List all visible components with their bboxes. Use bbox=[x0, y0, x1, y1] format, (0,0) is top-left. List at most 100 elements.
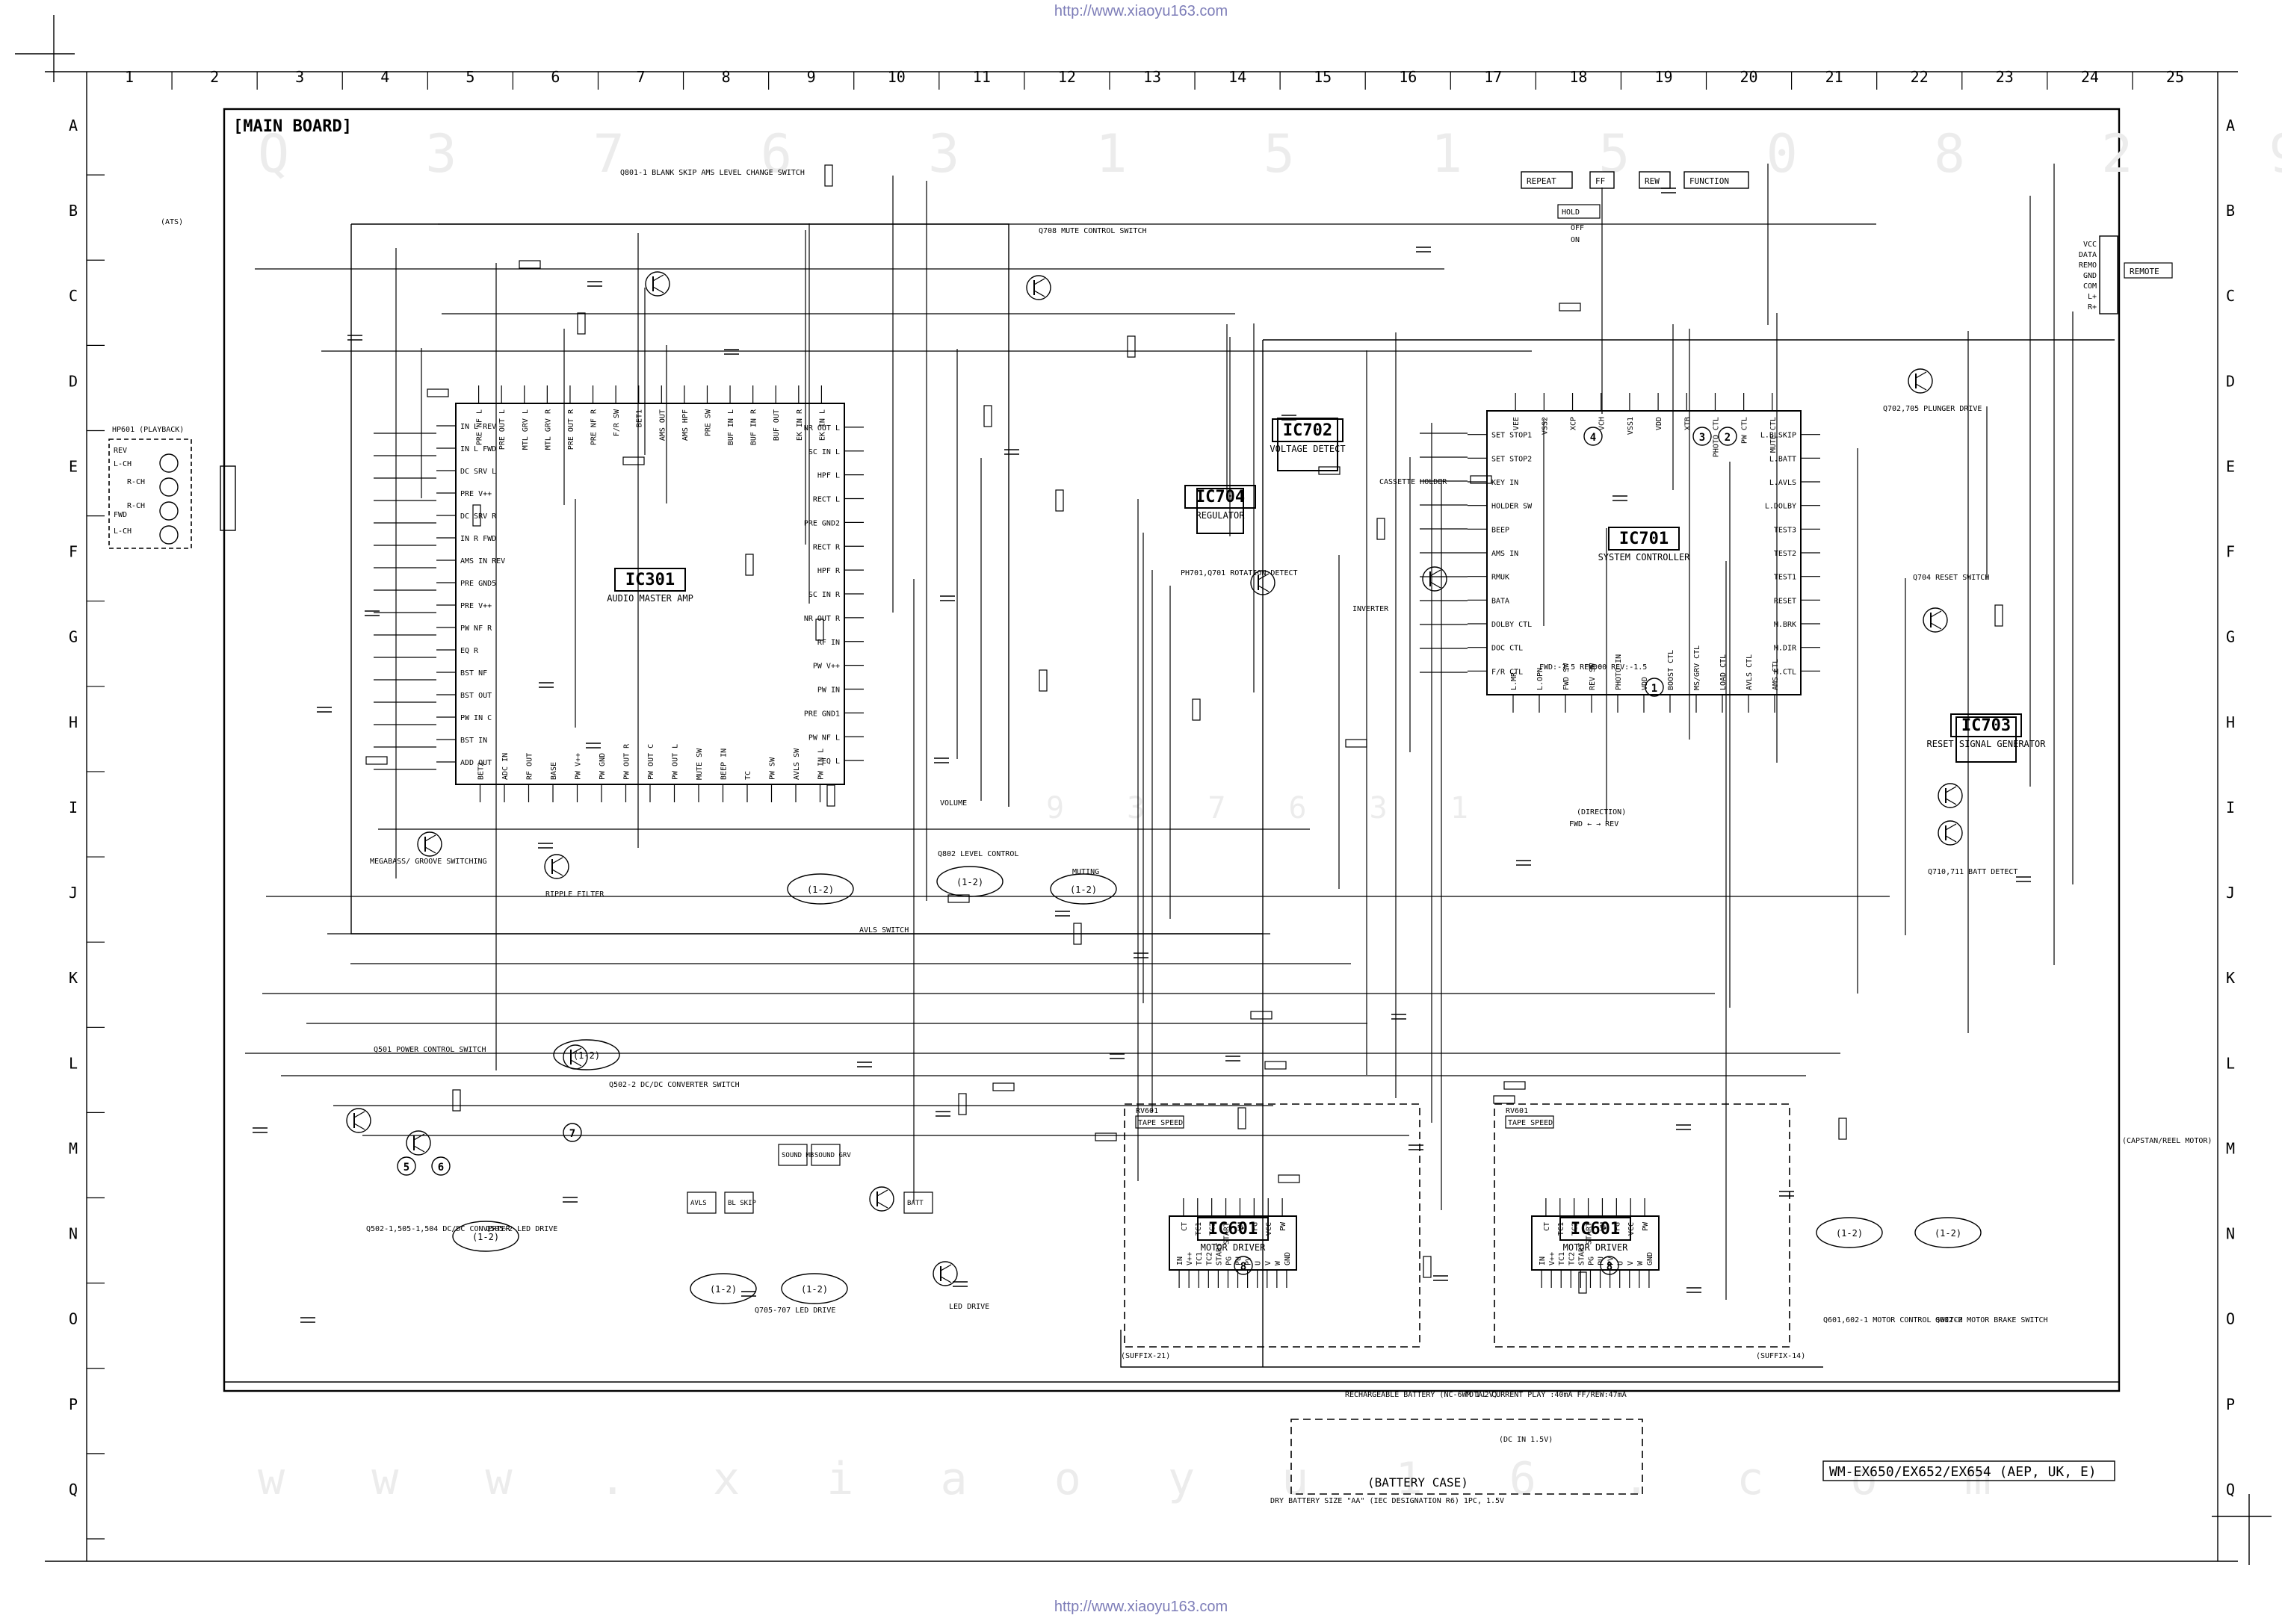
resistor bbox=[1559, 303, 1581, 312]
pin-label: TEST2 bbox=[1774, 550, 1796, 558]
motor-driver-enclosure bbox=[1124, 1103, 1420, 1348]
pin-label: TEST1 bbox=[1774, 574, 1796, 582]
watermark-digits: 9 3 7 6 3 1 bbox=[1046, 791, 1491, 825]
jack-rev-label: REV bbox=[114, 447, 127, 455]
transistor-lead bbox=[1033, 290, 1045, 297]
waveform-marker-number: 8 bbox=[1240, 1261, 1246, 1273]
label-q802: Q802 LEVEL CONTROL bbox=[938, 850, 1018, 858]
remote-pin-label: R+ bbox=[2088, 303, 2097, 312]
pin-label: M.DIR bbox=[1774, 645, 1797, 653]
transistor-lead bbox=[1930, 610, 1942, 618]
pin-label: BST IN bbox=[460, 737, 487, 745]
grid-row-label: F bbox=[2226, 543, 2235, 561]
transistor-pack bbox=[1816, 1217, 1883, 1248]
resistor bbox=[622, 456, 645, 465]
led-label-batt: BATT bbox=[907, 1200, 924, 1207]
waveform-marker-number: 5 bbox=[403, 1162, 409, 1174]
grid-row-label: G bbox=[2226, 628, 2235, 646]
supply-rail bbox=[350, 224, 1263, 935]
ats-label: (ATS) bbox=[161, 218, 183, 226]
label-q501: Q501 POWER CONTROL SWITCH bbox=[374, 1046, 486, 1054]
label-fwd-rev: FWD ← → REV bbox=[1569, 820, 1618, 828]
pin-label: TC1 bbox=[1557, 1222, 1565, 1236]
ic-desc: RESET SIGNAL GENERATOR bbox=[1927, 739, 2047, 749]
pin-label: PW GND bbox=[599, 753, 607, 780]
ic-body bbox=[1955, 716, 2017, 763]
grid-column-label: 25 bbox=[2166, 68, 2184, 86]
pin-label: FG bbox=[1251, 1222, 1259, 1231]
grid-column-label: 2 bbox=[210, 68, 219, 86]
pin-label: TC2 bbox=[1209, 1222, 1217, 1236]
pin-label: PRE NF R bbox=[590, 409, 599, 445]
transistor bbox=[933, 1261, 958, 1286]
label-q710: Q710,711 BATT DETECT bbox=[1928, 868, 2017, 876]
grid-column-label: 10 bbox=[888, 68, 906, 86]
waveform-marker-number: 7 bbox=[569, 1128, 575, 1140]
pin-label: PRE OUT L bbox=[498, 409, 507, 450]
battery-case-label: (BATTERY CASE) bbox=[1367, 1475, 1468, 1490]
grid-row-label: K bbox=[2226, 969, 2235, 987]
transistor-pack bbox=[553, 1039, 620, 1070]
label-q801: Q801-1 BLANK SKIP AMS LEVEL CHANGE SWITC… bbox=[620, 169, 805, 177]
ic-body bbox=[1196, 488, 1244, 534]
pin-label: U bbox=[1617, 1261, 1625, 1265]
grid-column-label: 6 bbox=[551, 68, 560, 86]
pin-label: XTB bbox=[1683, 417, 1692, 430]
pin-label: W bbox=[1274, 1260, 1282, 1265]
jack-rch-label: R-CH bbox=[127, 502, 145, 510]
pin-label: HPF L bbox=[817, 472, 840, 480]
tape-speed-label: TAPE SPEED bbox=[1138, 1119, 1183, 1127]
grid-row-label: C bbox=[2226, 287, 2235, 305]
grid-row-label: B bbox=[2226, 202, 2235, 220]
transistor-pack bbox=[690, 1273, 757, 1304]
transistor-lead bbox=[1945, 798, 1957, 805]
pin-label: VCC bbox=[1265, 1222, 1273, 1236]
pin-label: DOLBY CTL bbox=[1491, 621, 1532, 629]
label-q601: Q601,602-1 MOTOR CONTROL SWITCH bbox=[1823, 1316, 1963, 1324]
pin-label: START bbox=[1223, 1222, 1231, 1245]
ic-label-box bbox=[614, 568, 686, 592]
transistor bbox=[1938, 820, 1963, 846]
pack-label: (1-2) bbox=[807, 884, 834, 895]
label-ph701: PH701,Q701 ROTATION DETECT bbox=[1181, 569, 1298, 577]
transistor bbox=[1422, 566, 1447, 592]
led-label-sound-mb: SOUND MB bbox=[782, 1152, 814, 1159]
grid-row-label: M bbox=[69, 1139, 78, 1157]
jack-label: HP601 (PLAYBACK) bbox=[112, 426, 184, 434]
waveform-marker bbox=[1645, 678, 1664, 697]
transistor-lead bbox=[551, 869, 563, 876]
label-q704: Q704 RESET SWITCH bbox=[1913, 574, 1989, 582]
resistor bbox=[1039, 669, 1048, 692]
resistor bbox=[1055, 489, 1064, 512]
switch-box bbox=[1589, 171, 1615, 189]
pin-label: U bbox=[1255, 1261, 1263, 1265]
resistor bbox=[1994, 604, 2003, 627]
transistor-pack bbox=[452, 1221, 519, 1252]
ic-label: IC704 bbox=[1196, 488, 1245, 506]
remote-connector bbox=[2099, 235, 2173, 314]
waveform-marker-number: 2 bbox=[1725, 432, 1731, 444]
label-dry-battery: DRY BATTERY SIZE "AA" (IEC DESIGNATION R… bbox=[1270, 1497, 1504, 1505]
jack-box bbox=[108, 438, 192, 549]
grid-row-label: P bbox=[69, 1395, 78, 1413]
resistor bbox=[577, 312, 586, 335]
pin-label: DC SRV R bbox=[460, 512, 497, 521]
resistor bbox=[1493, 1095, 1515, 1104]
grid-row-label: D bbox=[2226, 372, 2235, 390]
pin-label: VSS2 bbox=[1541, 417, 1549, 435]
ic-desc: AUDIO MASTER AMP bbox=[607, 593, 693, 604]
pin-label: MTL GRV L bbox=[522, 409, 530, 450]
remote-pin-label: COM bbox=[2083, 282, 2097, 291]
grid-row-label: L bbox=[2226, 1054, 2235, 1072]
pin-label: L.OPN bbox=[1536, 668, 1544, 690]
resistor bbox=[427, 388, 449, 397]
grid-row-label: J bbox=[69, 884, 78, 902]
grid-row-label: I bbox=[69, 799, 78, 816]
waveform-marker bbox=[397, 1156, 416, 1176]
pin-label: PW V++ bbox=[813, 663, 840, 671]
